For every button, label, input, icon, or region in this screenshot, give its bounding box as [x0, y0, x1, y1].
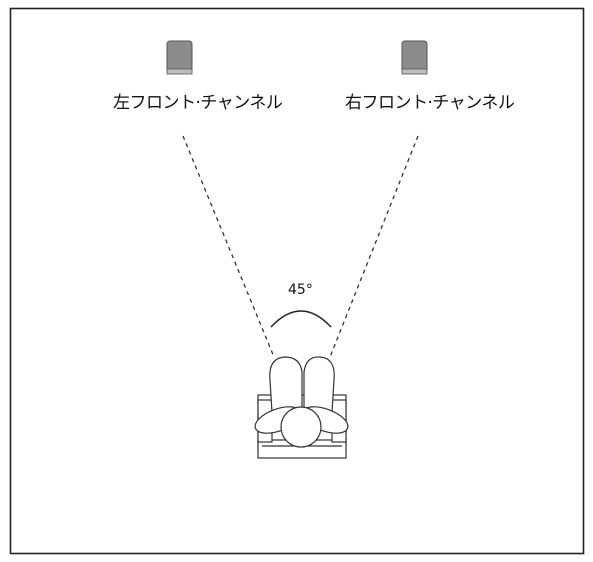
left-dashed-line: [182, 135, 275, 358]
listener-icon: [254, 356, 349, 459]
left-front-channel-label: 左フロント·チャンネル: [113, 93, 283, 113]
room-frame: [9, 7, 585, 555]
right-front-channel-label: 右フロント·チャンネル: [345, 93, 515, 113]
left-speaker-icon: [166, 40, 193, 75]
right-dashed-line: [329, 135, 419, 358]
right-speaker-icon: [401, 40, 428, 75]
angle-label: 45°: [288, 282, 313, 298]
angle-arc: [270, 310, 332, 328]
